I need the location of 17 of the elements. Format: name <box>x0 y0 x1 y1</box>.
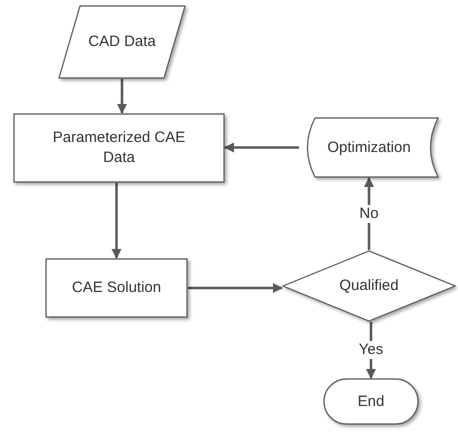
process-box <box>13 113 225 183</box>
arrow <box>117 79 127 114</box>
node-text: Parameterized CAE Data <box>52 128 186 168</box>
arrow <box>364 177 374 250</box>
node-text: Optimization <box>326 138 412 158</box>
arrow <box>224 142 299 152</box>
node-text: CAE Solution <box>70 278 162 298</box>
arrow <box>112 183 122 259</box>
node-text: Qualified <box>338 276 400 296</box>
process-box <box>45 258 188 318</box>
arrow <box>188 283 283 293</box>
node-text: CAD Data <box>87 32 157 52</box>
node-text: End <box>356 392 386 412</box>
edge-label: Yes <box>356 341 386 359</box>
input-parallelogram <box>58 5 186 79</box>
terminator-shape <box>323 378 419 425</box>
decision-diamond <box>282 250 456 322</box>
